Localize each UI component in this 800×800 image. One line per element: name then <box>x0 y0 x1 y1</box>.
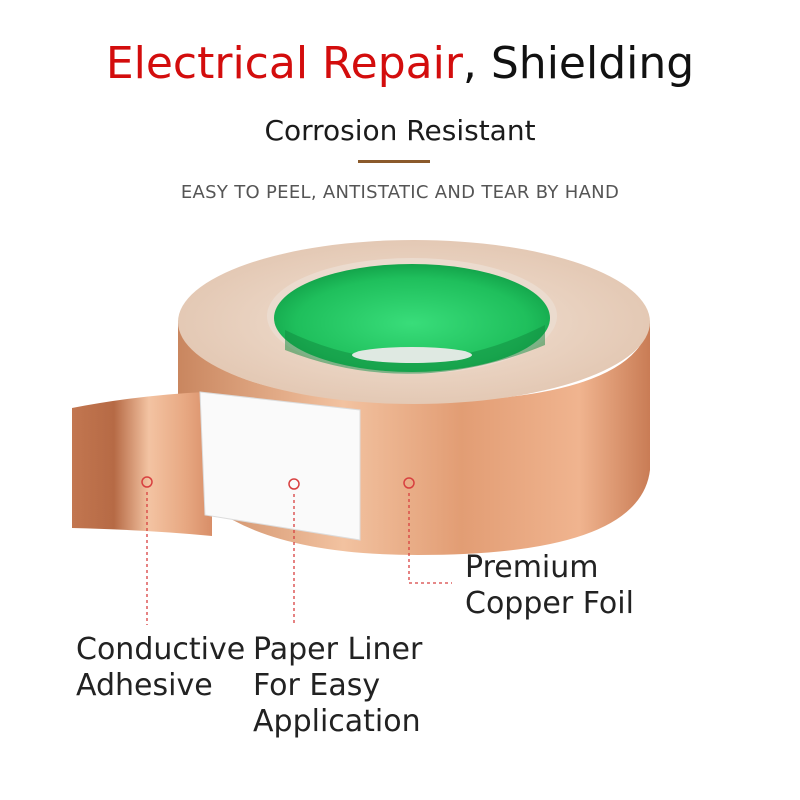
paper-liner <box>199 391 361 541</box>
tagline: EASY TO PEEL, ANTISTATIC AND TEAR BY HAN… <box>180 182 620 203</box>
foil-marker <box>403 477 415 489</box>
peeled-copper-strip <box>72 392 212 536</box>
page-title: Electrical Repair, Shielding <box>0 36 800 92</box>
callout-paper-liner: Paper Liner For Easy Application <box>253 632 422 740</box>
title-highlight: Electrical Repair <box>105 38 463 89</box>
callout-line: Application <box>253 704 421 739</box>
callout-conductive-adhesive: Conductive Adhesive <box>76 632 245 704</box>
callout-line: Premium <box>465 550 599 585</box>
callout-line: Copper Foil <box>465 586 634 621</box>
callout-copper-foil: Premium Copper Foil <box>465 550 634 622</box>
subtitle: Corrosion Resistant <box>264 114 536 147</box>
callout-line: Conductive <box>76 632 246 667</box>
green-core <box>274 264 550 372</box>
callout-line: Paper Liner <box>253 632 423 667</box>
callout-line: For Easy <box>253 668 381 703</box>
liner-marker <box>288 478 300 490</box>
adhesive-marker <box>141 476 153 488</box>
foil-leader <box>408 493 452 584</box>
title-divider <box>358 160 430 163</box>
title-rest: , Shielding <box>462 38 695 89</box>
callout-line: Adhesive <box>76 668 213 703</box>
